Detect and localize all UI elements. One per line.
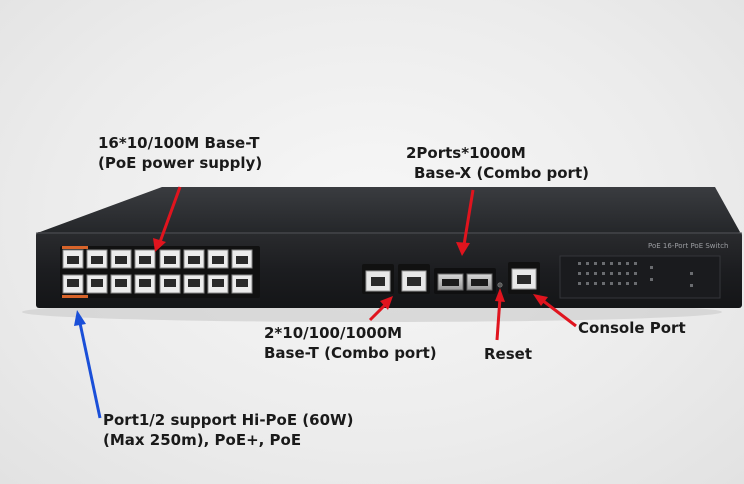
front-panel-text: PoE 16-Port PoE Switch	[648, 242, 728, 250]
label-combo-line2: Base-T (Combo port)	[264, 344, 437, 362]
arrow-poe-ports	[158, 186, 182, 243]
label-poe-ports-line2: (PoE power supply)	[98, 154, 263, 172]
label-hipoe-line1: Port1/2 support Hi-PoE (60W)	[103, 411, 354, 429]
arrow-reset	[495, 297, 502, 341]
arrow-console	[541, 298, 577, 328]
label-hipoe-line2: (Max 250m), PoE+, PoE	[103, 431, 302, 449]
label-combo-ports: 2*10/100/1000M Base-T (Combo port)	[264, 323, 437, 363]
arrow-hipoe	[78, 322, 102, 419]
label-combo-line1: 2*10/100/1000M	[264, 324, 403, 342]
arrow-combo-ports	[368, 302, 388, 322]
label-console: Console Port	[578, 319, 686, 337]
sfp-ports	[434, 268, 496, 294]
label-poe-ports-line1: 16*10/100M Base-T	[98, 134, 260, 152]
poe-port-indicator	[62, 295, 88, 298]
annotation-arrow-blue	[74, 310, 102, 419]
label-sfp-line2: Base-X (Combo port)	[414, 164, 589, 182]
combo-rj45-ports	[362, 264, 430, 294]
annotation-arrows-red	[153, 186, 577, 341]
label-poe-ports: 16*10/100M Base-T (PoE power supply)	[98, 133, 262, 173]
label-hipoe: Port1/2 support Hi-PoE (60W) (Max 250m),…	[103, 410, 353, 450]
label-reset: Reset	[484, 345, 532, 363]
poe-port-indicator	[62, 246, 88, 249]
led-status-panel	[559, 255, 721, 299]
label-sfp-line1: 2Ports*1000M	[406, 144, 526, 162]
console-port	[508, 262, 540, 294]
switch-top-surface	[40, 187, 740, 232]
label-sfp-ports: 2Ports*1000M Base-X (Combo port)	[406, 143, 589, 183]
poe-port-block	[60, 246, 260, 298]
reset-pinhole	[497, 282, 503, 288]
arrow-sfp-ports	[462, 189, 475, 246]
